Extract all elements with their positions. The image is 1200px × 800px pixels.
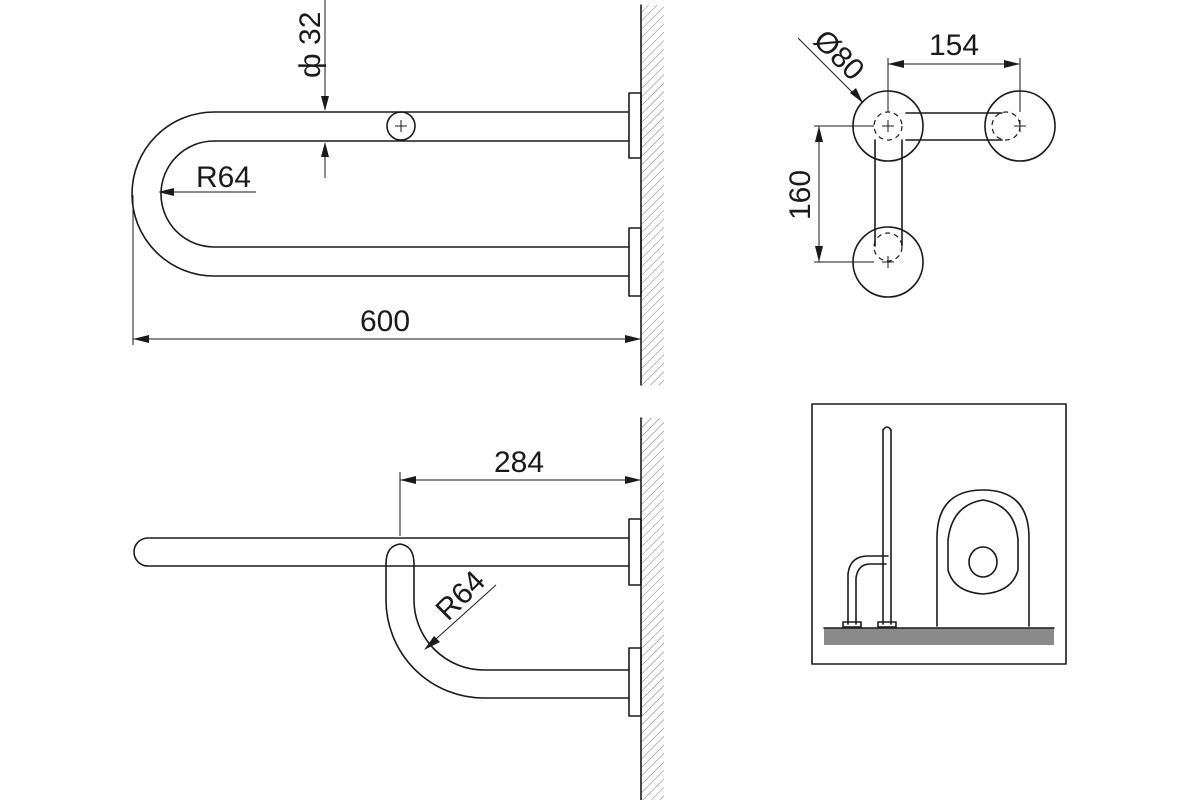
u-rail-outer [131,111,630,277]
dim-flange-spacing-horizontal: 154 [929,29,979,62]
wall-flange [628,227,642,297]
fold-rail-bar [133,537,630,567]
dim-flange-spacing-vertical: 160 [784,170,817,220]
side-view: 284 R64 [133,417,664,800]
floor [824,628,1054,645]
dim-bend-radius-top: R64 [196,161,251,194]
wall-flange [628,518,642,586]
dim-flange-diameter: Ø80 [807,24,870,87]
top-view: ф 32 R64 600 [131,0,664,386]
fold-rail-bend-inner [385,563,630,699]
wall-hatch-bottom [642,418,664,800]
flange-view: 154 160 Ø80 [784,24,1056,298]
wall-hatch-top [642,5,664,385]
wall-flange [628,647,642,717]
installation-sketch [811,403,1067,665]
sketch-toilet [936,489,1030,627]
sketch-vertical-rail [882,426,892,625]
fold-rail-bend-outer [385,543,630,671]
dim-projection: 284 [494,446,544,479]
sketch-folded-rail [847,555,889,625]
wall-flange [628,92,642,159]
sketch-frame [811,403,1067,665]
dim-length: 600 [360,305,410,338]
dim-tube-diameter: ф 32 [294,12,327,78]
dim-bend-radius-side: R64 [430,565,492,627]
u-rail-inner [160,140,630,248]
